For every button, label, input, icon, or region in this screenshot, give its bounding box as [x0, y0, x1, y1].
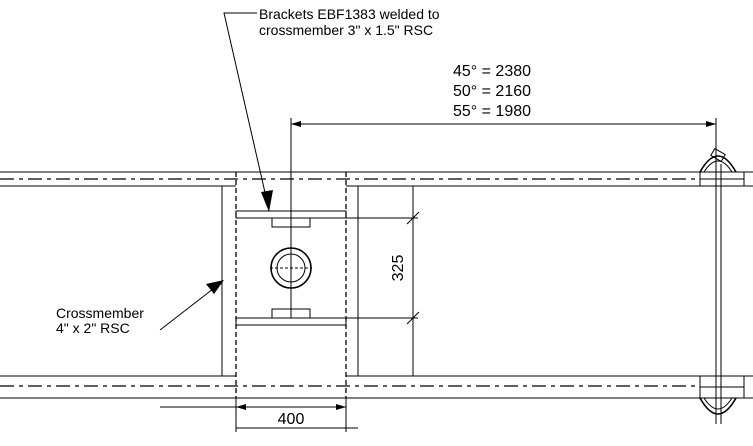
crossmember-callout-line2: 4" x 2" RSC — [56, 320, 130, 336]
crossmember — [221, 172, 359, 398]
bracket-callout-line1: Brackets EBF1383 welded to — [259, 6, 440, 22]
bottom-chassis-rail — [0, 375, 753, 399]
dimension-400-value: 400 — [278, 411, 305, 428]
axle-assembly — [699, 147, 745, 424]
length-dimension — [291, 118, 717, 164]
dimension-400 — [160, 398, 358, 432]
bracket-callout-leader — [223, 12, 273, 212]
bracket-callout-line2: crossmember 3" x 1.5" RSC — [259, 22, 433, 38]
crossmember-callout-leader — [159, 280, 224, 331]
top-chassis-rail — [0, 171, 753, 187]
angle-55-label: 55° = 1980 — [453, 103, 531, 120]
dimension-325-value: 325 — [390, 255, 407, 282]
dimension-325 — [346, 186, 420, 376]
crossmember-callout-line1: Crossmember — [56, 305, 144, 321]
angle-50-label: 50° = 2160 — [453, 83, 531, 100]
angle-45-label: 45° = 2380 — [453, 63, 531, 80]
